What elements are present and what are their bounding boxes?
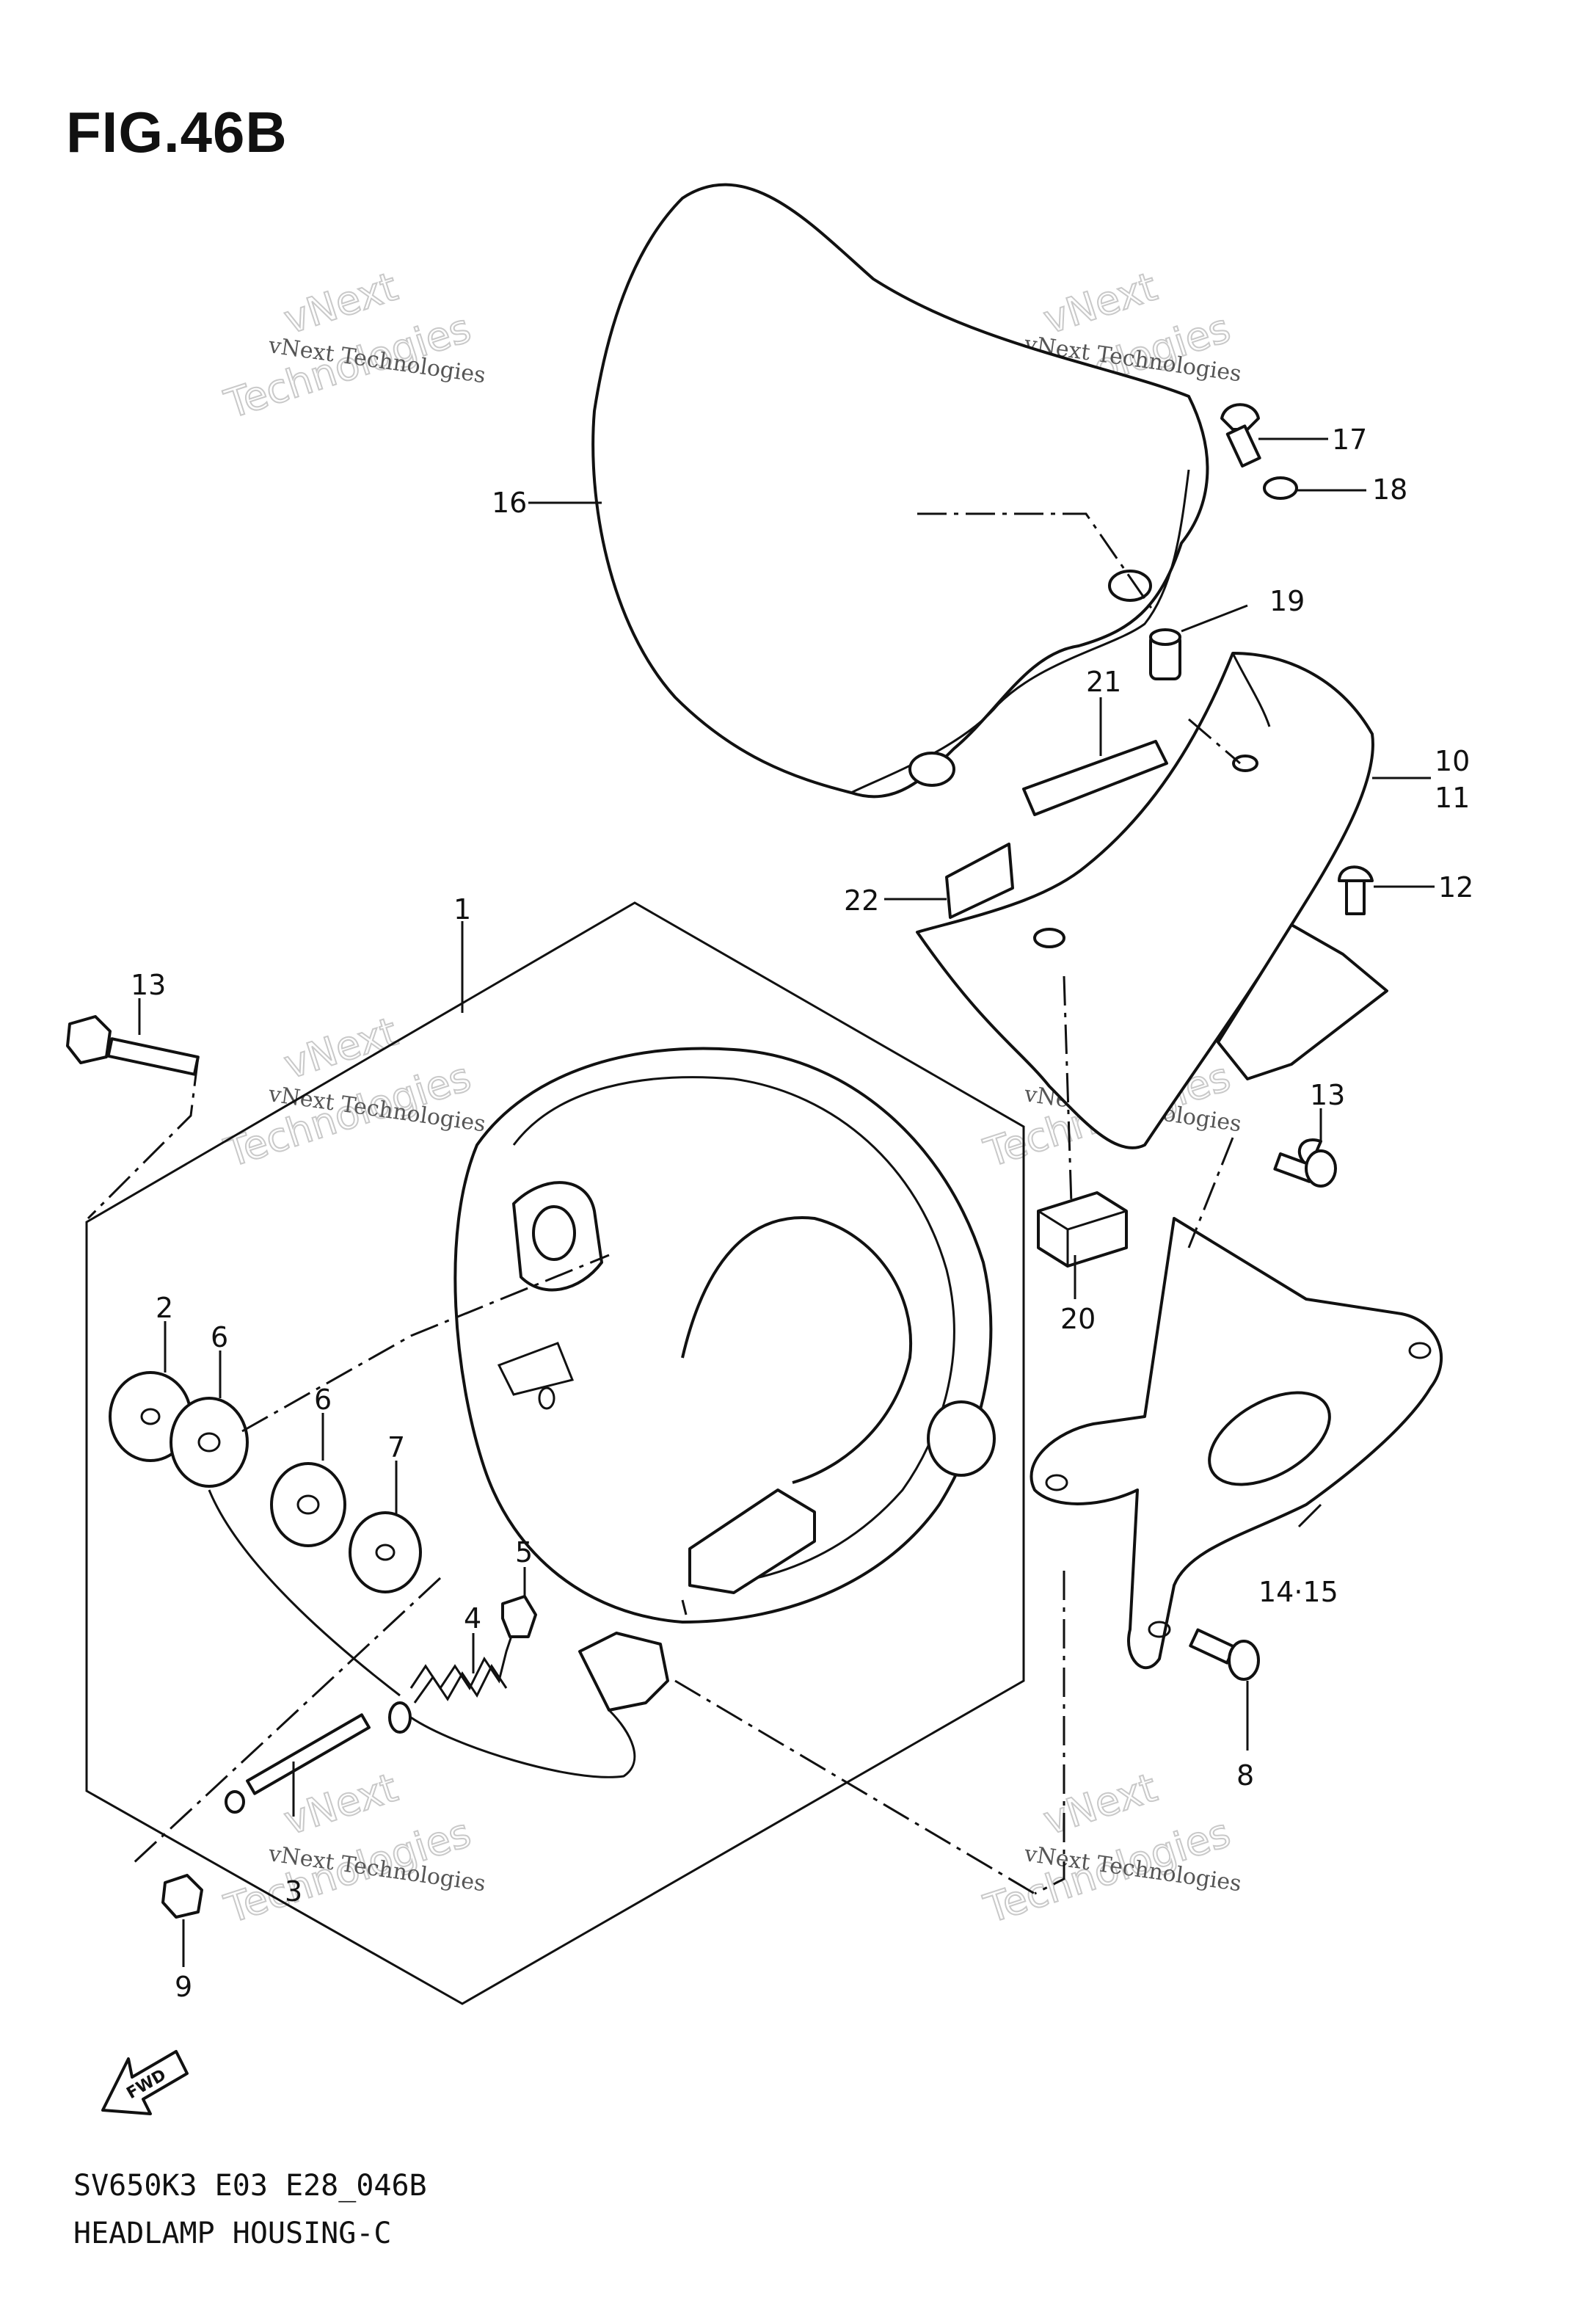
assembly-line-20 (1063, 975, 1073, 1204)
part-6-grommet-a (170, 1397, 249, 1488)
assembly-line-housing (674, 1679, 1035, 1895)
part-9-nut (161, 1874, 203, 1919)
assembly-line-3 (131, 1577, 442, 1866)
callout-13-lower: 13 (1310, 1079, 1345, 1111)
part-19-collar (1149, 628, 1181, 680)
adjuster-bracket (208, 1489, 669, 1778)
part-17-screw (1220, 403, 1261, 468)
assembly-line-bracket (1034, 1571, 1065, 1895)
watermark-mid-left: vNext Technologies vNext Technologies (219, 1008, 487, 1177)
part-7-collar (349, 1511, 422, 1593)
part-3-adjusting-screw (225, 1713, 371, 1814)
part-5-nut (501, 1595, 537, 1638)
callout-6-a: 6 (211, 1321, 228, 1353)
callout-10: 8 (1236, 1759, 1254, 1792)
svg-text:vNext: vNext (279, 1764, 404, 1844)
part-14-15-bracket (1030, 1217, 1443, 1670)
callout-labels: 16 17 18 19 21 10 11 12 22 13 20 14·15 8… (131, 423, 1473, 2003)
model-code: SV650K3 E03 E28_046B (73, 2169, 427, 2203)
part-21-cushion-strip (1022, 740, 1168, 816)
part-8-bolt (66, 1015, 200, 1076)
callout-13-upper: 12 (1438, 871, 1473, 904)
callout-17: 17 (1332, 423, 1367, 456)
assembly-line-6 (241, 1254, 610, 1433)
svg-text:vNext: vNext (1038, 1764, 1163, 1844)
watermark-top-left: vNext Technologies vNext Technologies (219, 263, 487, 429)
callout-6-b: 6 (314, 1384, 332, 1416)
assembly-line-8 (87, 1056, 200, 1220)
callout-9: 9 (175, 1971, 192, 2003)
assembly-line-13 (1187, 1137, 1234, 1248)
diagram-caption: HEADLAMP HOUSING-C (73, 2217, 392, 2250)
watermark-bottom-right: vNext Technologies vNext Technologies (978, 1764, 1243, 1933)
callout-19: 19 (1269, 585, 1305, 617)
callout-4: 4 (464, 1602, 481, 1635)
callout-18: 18 (1372, 473, 1407, 506)
callout-14-15: 14·15 (1258, 1576, 1338, 1608)
assembly-frame (85, 901, 1025, 2005)
part-1-headlamp-housing (453, 1047, 996, 1624)
callout-8: 13 (131, 969, 166, 1001)
callout-22: 22 (844, 884, 879, 917)
callout-7: 7 (387, 1431, 405, 1464)
callout-21: 21 (1086, 666, 1121, 698)
callout-16: 16 (492, 487, 527, 519)
callout-5: 5 (515, 1536, 533, 1568)
callout-12: 11 (1435, 782, 1470, 814)
callout-20: 20 (1060, 1303, 1096, 1335)
part-13-screw-upper (1338, 865, 1374, 915)
callout-11: 10 (1435, 745, 1470, 777)
leader-lines (138, 437, 1435, 1967)
part-10-screw (1189, 1628, 1260, 1681)
assembly-line-19 (1188, 718, 1241, 765)
callout-3: 3 (285, 1875, 302, 1908)
part-20-rubber-block (1037, 1191, 1128, 1268)
part-22-label (945, 843, 1014, 919)
part-13-screw-lower (1273, 1138, 1337, 1188)
part-4-spring (409, 1629, 515, 1704)
assembly-line-16 (917, 512, 1154, 610)
part-16-windscreen (591, 183, 1209, 799)
figure-title: FIG.46B (66, 100, 288, 164)
part-11-12-cowl (916, 652, 1388, 1149)
part-6-grommet-b (270, 1462, 346, 1547)
callout-1: 1 (453, 893, 471, 926)
part-18-washer (1263, 476, 1298, 500)
callout-2: 2 (156, 1292, 173, 1324)
fwd-arrow-icon: FWD (101, 2050, 189, 2115)
